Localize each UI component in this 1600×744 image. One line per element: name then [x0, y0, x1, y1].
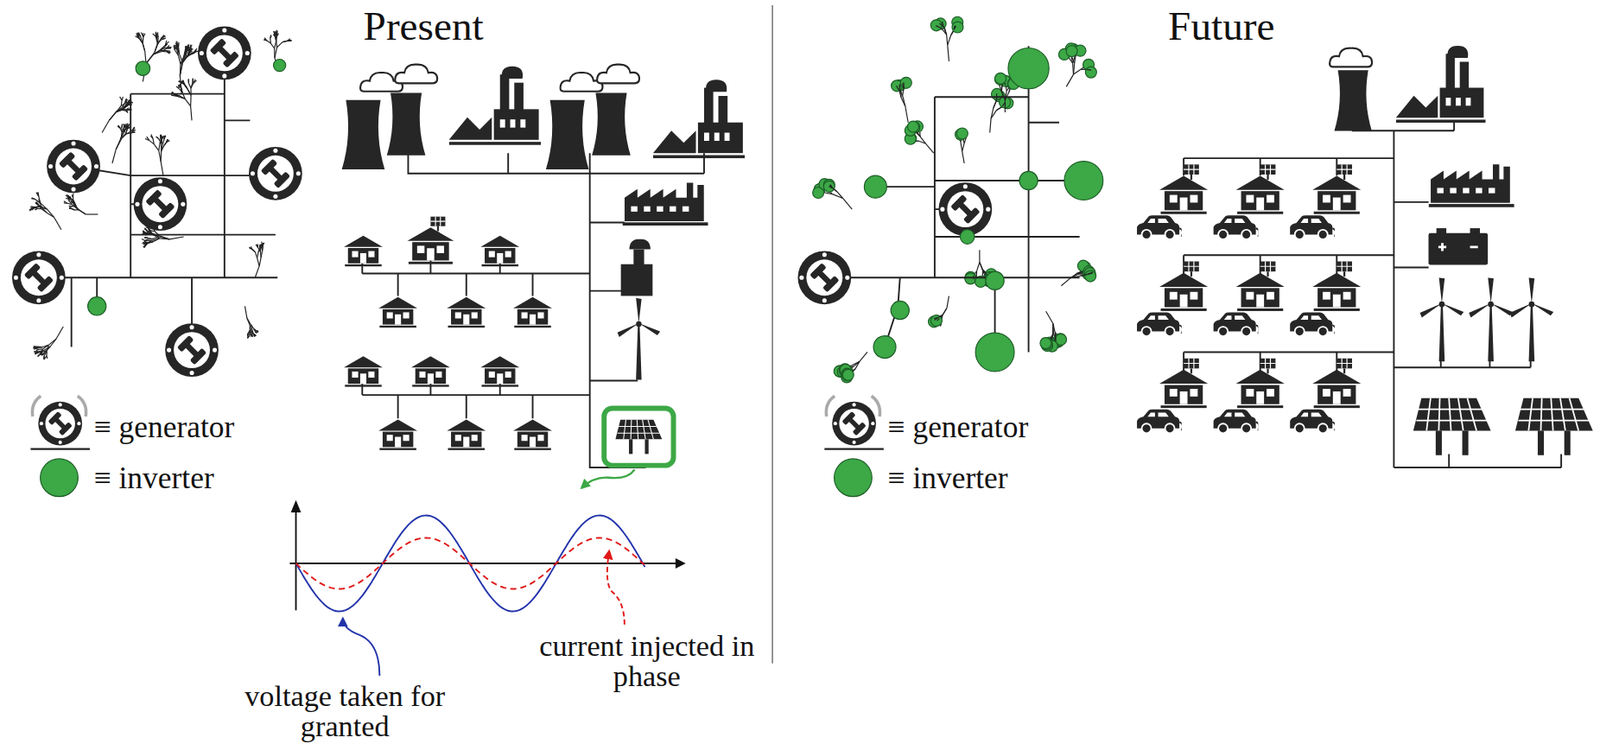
legend-text: ≡ inverter — [94, 462, 215, 493]
panel-title: Present — [363, 6, 484, 47]
panel-title: Future — [1168, 6, 1275, 47]
callout-label: current injected in phase — [534, 631, 760, 692]
legend-text: ≡ generator — [94, 411, 235, 442]
legend-text: ≡ inverter — [888, 462, 1009, 493]
inverter-swatch — [833, 457, 873, 497]
callout-label: voltage taken for granted — [242, 681, 447, 742]
inverter-swatch — [39, 457, 79, 497]
legend-text: ≡ generator — [888, 411, 1029, 442]
